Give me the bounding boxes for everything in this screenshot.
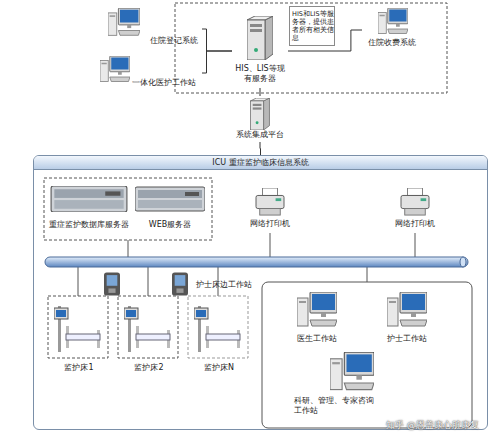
bed-node: 监护床1 bbox=[46, 293, 112, 381]
bed-frame bbox=[188, 296, 248, 358]
computer-node: 住院收费系统 bbox=[362, 8, 422, 52]
node-label: 住院收费系统 bbox=[362, 38, 422, 48]
computer-icon bbox=[330, 352, 374, 389]
node-label: 住院登记系统 bbox=[146, 36, 202, 46]
connector-line bbox=[202, 51, 232, 73]
node-label: 系统集成平台 bbox=[230, 130, 290, 140]
node-label: 医生工作站 bbox=[282, 334, 352, 344]
bed-icon bbox=[54, 306, 100, 352]
server-node: 系统集成平台 bbox=[230, 96, 290, 142]
node-label: WEB服务器 bbox=[132, 220, 208, 230]
bus-wire bbox=[78, 267, 79, 296]
connector-line bbox=[202, 29, 232, 51]
computer-icon bbox=[387, 292, 427, 326]
computer-icon bbox=[108, 8, 140, 35]
watermark: 知乎 @恩盖康心脏康复 bbox=[386, 420, 498, 430]
bed-icon bbox=[124, 306, 170, 352]
workstation-node: 科研、管理、专家咨询工作站 bbox=[288, 350, 438, 420]
printer-icon bbox=[256, 188, 284, 215]
server-node: HIS、LIS等现有服务器 bbox=[232, 14, 288, 88]
node-label: 监护床2 bbox=[116, 363, 182, 373]
node-label: HIS和LIS等服务器，提供患者所有相关信息 bbox=[292, 10, 334, 42]
workstation-node: 护士工作站 bbox=[372, 290, 442, 348]
bed-node: 监护床N bbox=[186, 293, 252, 381]
computer-node: 住院登记系统 bbox=[106, 8, 202, 50]
pda-icon bbox=[172, 272, 188, 295]
bed-node: 监护床2 bbox=[116, 293, 182, 381]
node-label: 科研、管理、专家咨询工作站 bbox=[294, 396, 378, 416]
computer-node: 一体化医护工作站 bbox=[98, 56, 202, 90]
node-label: 一体化医护工作站 bbox=[126, 78, 202, 88]
his-group-frame bbox=[175, 3, 447, 93]
bus-wire bbox=[367, 267, 368, 282]
part-label: 护士床边工作站 bbox=[196, 280, 262, 290]
node-label: 护士工作站 bbox=[372, 334, 442, 344]
node-label: 监护床1 bbox=[46, 363, 112, 373]
server-icon bbox=[251, 98, 270, 130]
node-label: 重症监护数据库服务器 bbox=[46, 220, 132, 230]
server-group-frame bbox=[44, 178, 212, 240]
workstation-node: 医生工作站 bbox=[282, 290, 352, 348]
pda-icon bbox=[104, 272, 120, 295]
computer-icon bbox=[378, 8, 408, 34]
computer-icon bbox=[297, 292, 337, 326]
node-label: HIS、LIS等现有服务器 bbox=[232, 64, 288, 84]
rack-server-icon bbox=[135, 187, 205, 211]
connector-line bbox=[260, 88, 261, 96]
bus-wire bbox=[148, 267, 149, 296]
bus-wire bbox=[270, 233, 271, 257]
bus-wire bbox=[415, 233, 416, 257]
node-label: 网络打印机 bbox=[385, 219, 445, 229]
bed-frame bbox=[48, 296, 108, 358]
bus-wire bbox=[128, 240, 129, 257]
network-bus bbox=[45, 257, 468, 267]
printer-icon bbox=[401, 188, 429, 215]
rack-server-icon bbox=[51, 186, 127, 212]
server-node: 重症监护数据库服务器 bbox=[46, 182, 132, 236]
server-node: WEB服务器 bbox=[132, 182, 208, 236]
callout-box: HIS和LIS等服务器，提供患者所有相关信息 bbox=[289, 6, 335, 46]
printer-node: 网络打印机 bbox=[385, 185, 445, 233]
system-frame: 重症监护数据库服务器WEB服务器 网络打印机 网络打印机监护床1 监护床2 监护床N 医生… bbox=[33, 155, 488, 430]
node-label: 网络打印机 bbox=[240, 219, 300, 229]
server-icon bbox=[247, 16, 273, 60]
computer-icon bbox=[100, 56, 130, 82]
connector-line bbox=[260, 142, 262, 155]
printer-node: 网络打印机 bbox=[240, 185, 300, 233]
bus-end bbox=[460, 257, 466, 267]
bed-frame bbox=[118, 296, 178, 358]
node-label: 监护床N bbox=[186, 363, 252, 373]
workstation-group-frame bbox=[262, 282, 472, 428]
bed-icon bbox=[194, 306, 240, 352]
system-title: ICU 重症监护临床信息系统 bbox=[34, 156, 487, 170]
